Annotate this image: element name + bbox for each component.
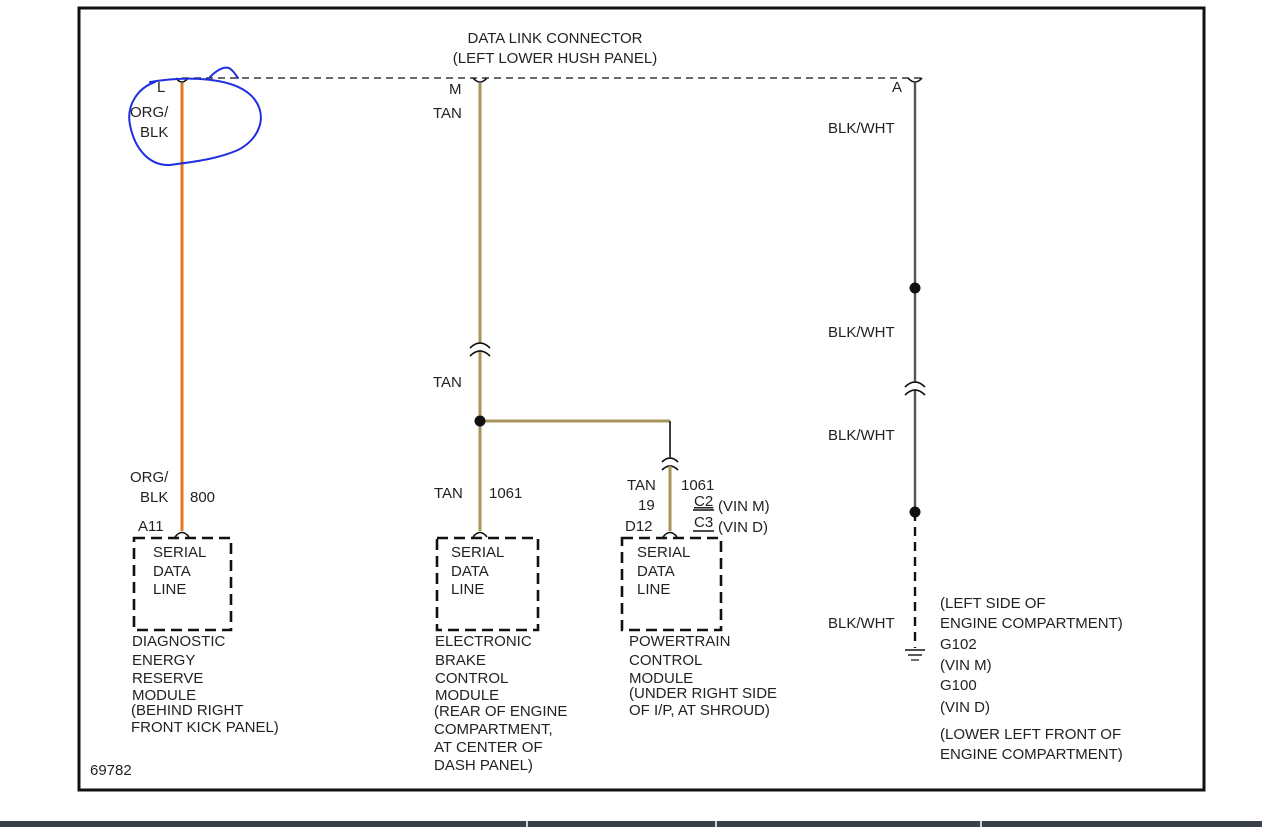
ebcm-box-serial: SERIAL [451, 544, 504, 561]
ebcm-module-box [435, 536, 540, 632]
svg-text:G102: G102 [940, 636, 977, 653]
svg-text:POWERTRAIN: POWERTRAIN [629, 633, 730, 650]
svg-text:(BEHIND RIGHT: (BEHIND RIGHT [131, 702, 244, 719]
figure-number: 69782 [90, 762, 132, 779]
pin-a-terminal [907, 77, 923, 83]
pin-m-label: M [449, 81, 462, 98]
ebcm-module-label: ELECTRONIC BRAKE CONTROL MODULE (REAR OF… [434, 633, 567, 774]
pcm-box-serial: SERIAL [637, 544, 690, 561]
pcm-inline-connector-upper [661, 457, 679, 463]
tan-label-2: TAN [433, 374, 462, 391]
wire-label-blk-bottom: BLK [140, 489, 168, 506]
a11-terminal [174, 531, 190, 538]
toolbar-divider [980, 821, 982, 827]
ground-inline-connector-upper [904, 381, 926, 388]
svg-text:(LOWER LEFT FRONT OF: (LOWER LEFT FRONT OF [940, 726, 1121, 743]
svg-text:MODULE: MODULE [629, 670, 693, 687]
pcm-pin-19: 19 [638, 497, 655, 514]
circuit-800-label: 800 [190, 489, 215, 506]
ground-symbol-icon [905, 649, 925, 661]
svg-text:DIAGNOSTIC: DIAGNOSTIC [132, 633, 226, 650]
pcm-module-label: POWERTRAIN CONTROL MODULE (UNDER RIGHT S… [629, 633, 777, 719]
toolbar-divider [526, 821, 528, 827]
derm-module-box [132, 536, 233, 632]
wire-label-blk-top: BLK [140, 124, 168, 141]
svg-text:BRAKE: BRAKE [435, 652, 486, 669]
blk-wht-label-4: BLK/WHT [828, 615, 895, 632]
circuit-1061-label-pcm: 1061 [681, 477, 714, 494]
svg-text:ELECTRONIC: ELECTRONIC [435, 633, 532, 650]
blk-wht-label-1: BLK/WHT [828, 120, 895, 137]
derm-box-line: LINE [153, 581, 186, 598]
tan-label-1: TAN [433, 105, 462, 122]
pin-l-label: L [157, 79, 165, 96]
svg-text:MODULE: MODULE [132, 687, 196, 704]
pin-m-terminal [472, 77, 488, 83]
ebcm-box-line: LINE [451, 581, 484, 598]
svg-text:(VIN D): (VIN D) [940, 699, 990, 716]
connector-d12-label: D12 [625, 518, 653, 535]
pcm-module-box [620, 536, 723, 632]
inline-connector-lower [469, 350, 491, 357]
ebcm-terminal [472, 531, 488, 538]
pcm-box-data: DATA [637, 563, 675, 580]
svg-text:(VIN M): (VIN M) [940, 657, 992, 674]
ebcm-box-data: DATA [451, 563, 489, 580]
derm-module-label: DIAGNOSTIC ENERGY RESERVE MODULE (BEHIND… [131, 633, 279, 736]
derm-box-data: DATA [153, 563, 191, 580]
pcm-box-line: LINE [637, 581, 670, 598]
inline-connector-upper [469, 342, 491, 349]
svg-text:RESERVE: RESERVE [132, 670, 203, 687]
svg-text:OF I/P, AT SHROUD): OF I/P, AT SHROUD) [629, 702, 770, 719]
svg-text:CONTROL: CONTROL [435, 670, 508, 687]
svg-text:ENGINE COMPARTMENT): ENGINE COMPARTMENT) [940, 746, 1123, 763]
connector-title: DATA LINK CONNECTOR [467, 30, 642, 47]
connector-c2: C2 [694, 493, 713, 510]
svg-text:AT CENTER OF: AT CENTER OF [434, 739, 543, 756]
wire-label-org-bottom: ORG/ [130, 469, 169, 486]
connector-c2-note: (VIN M) [718, 498, 770, 515]
wire-label-org-top: ORG/ [130, 104, 169, 121]
connector-location: (LEFT LOWER HUSH PANEL) [453, 50, 657, 67]
svg-text:MODULE: MODULE [435, 687, 499, 704]
derm-box-serial: SERIAL [153, 544, 206, 561]
connector-c3: C3 [694, 514, 713, 531]
svg-text:(UNDER RIGHT SIDE: (UNDER RIGHT SIDE [629, 685, 777, 702]
tan-label-pcm: TAN [627, 477, 656, 494]
ground-splice-dot-1 [909, 282, 921, 294]
pcm-terminal [662, 531, 678, 538]
svg-text:COMPARTMENT,: COMPARTMENT, [434, 721, 553, 738]
tan-label-3: TAN [434, 485, 463, 502]
blk-wht-label-2: BLK/WHT [828, 324, 895, 341]
svg-text:G100: G100 [940, 677, 977, 694]
splice-dot [474, 415, 486, 427]
svg-text:DASH PANEL): DASH PANEL) [434, 757, 533, 774]
connector-a11-label: A11 [138, 518, 164, 535]
ground-location-label: (LEFT SIDE OF ENGINE COMPARTMENT) G102 (… [940, 595, 1123, 763]
handwritten-circle-annotation [128, 66, 262, 167]
circuit-1061-label-ebcm: 1061 [489, 485, 522, 502]
svg-text:FRONT KICK PANEL): FRONT KICK PANEL) [131, 719, 279, 736]
toolbar-divider [715, 821, 717, 827]
connector-c3-note: (VIN D) [718, 519, 768, 536]
svg-text:ENERGY: ENERGY [132, 652, 195, 669]
pin-a-label: A [892, 79, 902, 96]
svg-text:(LEFT SIDE OF: (LEFT SIDE OF [940, 595, 1046, 612]
blk-wht-label-3: BLK/WHT [828, 427, 895, 444]
svg-text:(REAR OF ENGINE: (REAR OF ENGINE [434, 703, 567, 720]
diagram-frame [77, 6, 1206, 792]
svg-text:ENGINE COMPARTMENT): ENGINE COMPARTMENT) [940, 615, 1123, 632]
ground-inline-connector-lower [904, 389, 926, 396]
svg-text:CONTROL: CONTROL [629, 652, 702, 669]
bottom-toolbar-strip [0, 821, 1262, 827]
ground-splice-dot-2 [909, 506, 921, 518]
